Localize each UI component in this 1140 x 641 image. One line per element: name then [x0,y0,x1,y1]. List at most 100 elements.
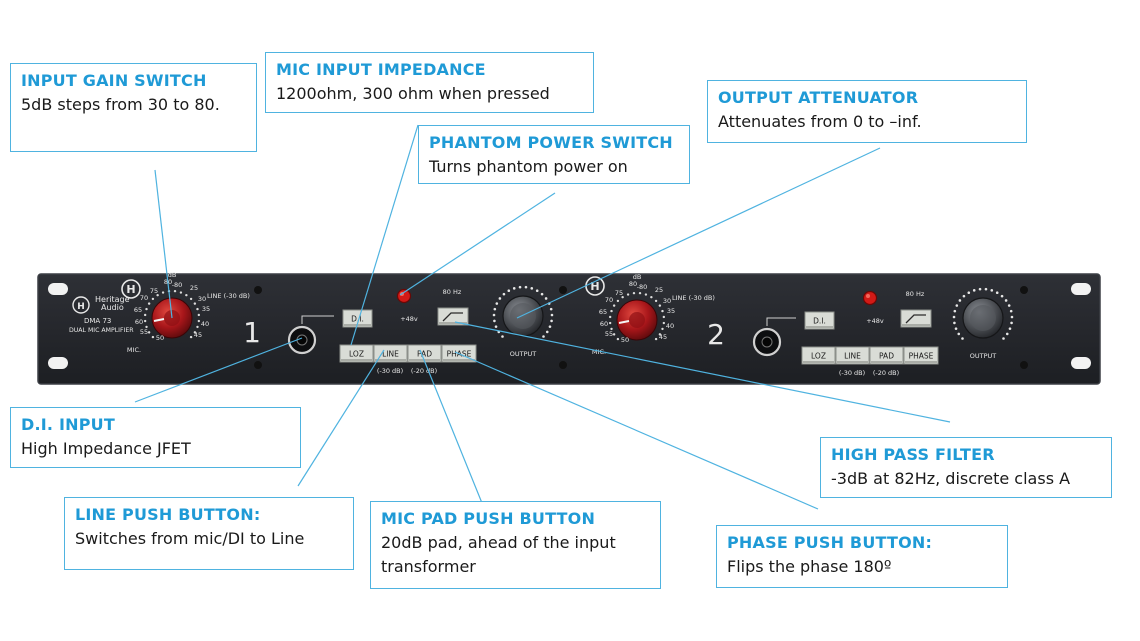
gain-scale-label: 45 [659,333,667,341]
gain-scale-label: 55 [605,330,613,338]
gain-scale-label: 35 [667,307,675,315]
callout-description: Turns phantom power on [429,157,628,176]
callout-title: PHASE PUSH BUTTON: [727,533,933,552]
svg-text:H: H [590,280,599,293]
mic-label: MIC. [127,346,141,354]
gain-scale-label: 70 [140,294,148,302]
rack-slot [1071,283,1091,295]
leader-phantom [399,192,556,296]
gain-scale-label: 30 [663,297,671,305]
line-button-label: LINE [844,352,861,361]
gain-scale-label: 25 [190,284,198,292]
line-note: (-30 dB) [377,367,403,375]
leader-mic-impedance [350,124,419,346]
panel-screw [559,286,567,294]
gain-scale-label: 65 [134,306,142,314]
line-note: (-30 dB) [839,369,865,377]
hpf-label: 80 Hz [443,288,462,296]
callout-title: HIGH PASS FILTER [831,445,995,464]
gain-scale-label: -80 [172,281,183,289]
callout-high-pass: HIGH PASS FILTER -3dB at 82Hz, discrete … [820,437,1112,498]
callout-title: MIC PAD PUSH BUTTON [381,509,596,528]
callout-description: 5dB steps from 30 to 80. [21,95,220,114]
leader-input-gain [154,169,173,319]
heritage-logo-icon: H [72,296,90,314]
gain-unit-label: dB [633,273,642,281]
callout-description: Attenuates from 0 to –inf. [718,112,922,131]
gain-scale-label: 75 [615,289,623,297]
di-button-label: D.I. [813,317,826,326]
pad-button[interactable]: PAD [869,346,904,365]
phase-button[interactable]: PHASE [903,346,939,365]
callout-title: PHANTOM POWER SWITCH [429,133,673,152]
pad-button-label: PAD [417,350,432,359]
gain-scale-label: 70 [605,296,613,304]
callout-title: D.I. INPUT [21,415,115,434]
high-pass-filter-button[interactable] [900,309,932,328]
loz-button[interactable]: LOZ [801,346,836,365]
output-label: OUTPUT [510,350,537,358]
leader-di-input [134,337,303,403]
gain-scale-label: 60 [600,320,608,328]
line-button-label: LINE [382,350,399,359]
rack-slot [1071,357,1091,369]
gain-scale-label: 25 [655,286,663,294]
callout-mic-pad: MIC PAD PUSH BUTTON 20dB pad, ahead of t… [370,501,661,589]
high-pass-curve-icon [442,312,463,322]
model-subtitle: DUAL MIC AMPLIFIER [69,327,134,334]
gain-scale-label: 45 [194,331,202,339]
hpf-label: 80 Hz [906,290,925,298]
callout-title: INPUT GAIN SWITCH [21,71,207,90]
gain-scale-label: 40 [201,320,209,328]
mic-label: MIC. [592,348,606,356]
loz-button-label: LOZ [811,352,826,361]
model-name: DMA 73 [84,317,111,325]
callout-title: OUTPUT ATTENUATOR [718,88,919,107]
callout-phantom: PHANTOM POWER SWITCH Turns phantom power… [418,125,690,184]
callout-phase-button: PHASE PUSH BUTTON: Flips the phase 180º [716,525,1008,588]
callout-line-button: LINE PUSH BUTTON: Switches from mic/DI t… [64,497,354,570]
callout-description: -3dB at 82Hz, discrete class A [831,469,1071,488]
leader-mic-pad [419,349,485,509]
phase-button-label: PHASE [909,352,934,361]
callout-output-att: OUTPUT ATTENUATOR Attenuates from 0 to –… [707,80,1027,143]
line-button[interactable]: LINE [835,346,870,365]
svg-text:H: H [77,302,85,312]
leader-output-att [516,147,881,319]
high-pass-filter-button[interactable] [437,307,469,326]
gain-unit-label: dB [168,271,177,279]
gain-scale-label: 65 [599,308,607,316]
callout-description: 1200ohm, 300 ohm when pressed [276,84,550,103]
svg-text:H: H [126,283,135,296]
output-label: OUTPUT [970,352,997,360]
callout-description: Switches from mic/DI to Line [75,529,305,548]
brand-name: Heritage [95,295,130,304]
phantom-label: +48v [866,317,884,325]
callout-title: MIC INPUT IMPEDANCE [276,60,486,79]
line-gain-label: LINE (-30 dB) [672,294,715,302]
callout-title: LINE PUSH BUTTON: [75,505,261,524]
high-pass-curve-icon [905,314,926,324]
brand-name-2: Audio [101,303,124,312]
callout-description: Flips the phase 180º [727,557,892,576]
gain-scale-label: 75 [150,287,158,295]
gain-scale-label: 55 [140,328,148,336]
callout-description: High Impedance JFET [21,439,191,458]
line-button[interactable]: LINE [373,344,408,363]
panel-screw [559,361,567,369]
callout-di-input: D.I. INPUT High Impedance JFET [10,407,301,468]
pad-button-label: PAD [879,352,894,361]
di-button[interactable]: D.I. [804,311,835,330]
loz-button[interactable]: LOZ [339,344,374,363]
gain-scale-label: 50 [621,336,629,344]
gain-scale-label: 35 [202,305,210,313]
di-button-label: D.I. [351,315,364,324]
rack-slot [48,283,68,295]
gain-scale-label: -80 [637,283,648,291]
channel-number: 2 [707,318,725,351]
line-gain-label: LINE (-30 dB) [207,292,250,300]
